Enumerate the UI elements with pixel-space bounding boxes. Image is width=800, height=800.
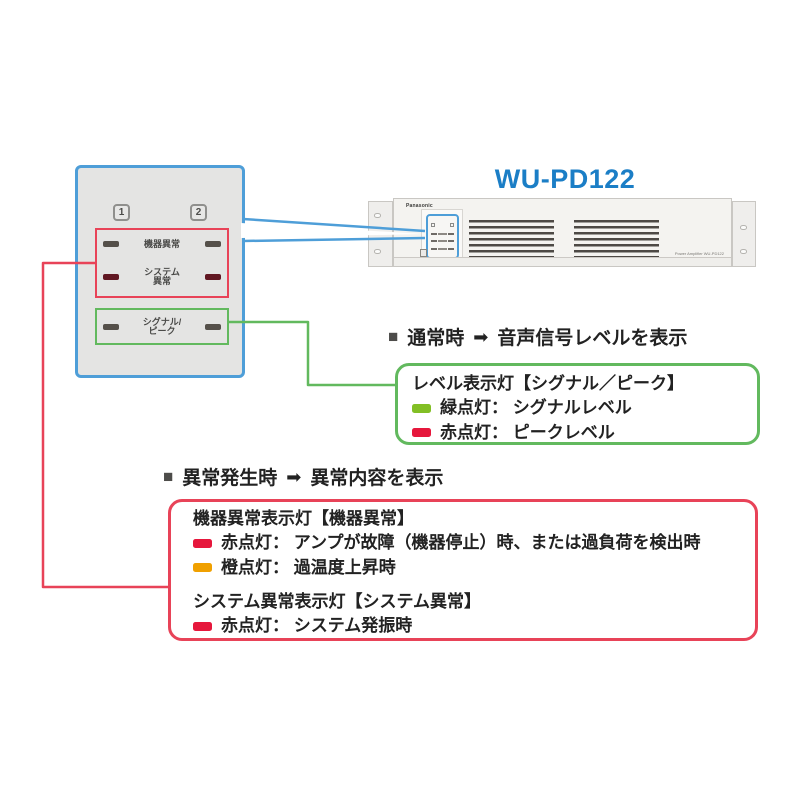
mini-channel-row: [431, 223, 454, 228]
mini-channel-2: [450, 223, 454, 228]
system-error-callout-title: システム異常表示灯【システム異常】: [193, 592, 481, 612]
mini-indicator-highlight: [426, 214, 459, 259]
system-error-row: システム異常: [97, 268, 227, 286]
device-error-row: 機器異常: [97, 238, 227, 249]
system-error-label: システム異常: [144, 268, 180, 286]
device-red-text: 赤点灯： アンプが故障（機器停止）時、または過負荷を検出時: [221, 533, 701, 553]
normal-state-heading: ■ 通常時 ➡ 音声信号レベルを表示: [388, 323, 687, 350]
abnormal-state-heading: ■ 異常発生時 ➡ 異常内容を表示: [163, 463, 443, 490]
square-bullet-icon: ■: [163, 467, 174, 486]
rack-ear-right: [732, 201, 756, 267]
indicator-panel: 1 2 機器異常 システム異常 シグナル/ピーク: [75, 165, 245, 378]
amplifier-body: Panasonic Power Amplifier: [393, 198, 732, 267]
device-error-callout-title: 機器異常表示灯【機器異常】: [193, 509, 414, 528]
mini-led: [448, 232, 454, 235]
device-error-led-1: [103, 241, 119, 248]
mini-led: [448, 240, 454, 243]
mini-label: [438, 247, 447, 250]
abnormal-state-description: 異常内容を表示: [310, 468, 444, 489]
channel-2-label: 2: [190, 204, 207, 221]
mini-led: [448, 247, 454, 250]
mini-label: [438, 240, 447, 243]
right-arrow-icon: ➡: [286, 466, 302, 487]
device-orange-text: 橙点灯： 過温度上昇時: [221, 557, 396, 577]
system-error-label-line2: 異常: [152, 276, 171, 287]
signal-peak-row: シグナル/ピーク: [97, 317, 227, 336]
normal-state-description: 音声信号レベルを表示: [497, 328, 688, 349]
red-led-swatch: [412, 428, 431, 438]
model-caption: Power Amplifier WU-PD122: [674, 251, 724, 256]
error-indicator-callout: 機器異常表示灯【機器異常】 赤点灯： アンプが故障（機器停止）時、または過負荷を…: [168, 499, 758, 641]
mini-led: [431, 232, 437, 235]
orange-led-swatch: [193, 563, 212, 573]
rack-ear-left: [368, 201, 393, 267]
signal-label-line2: ピーク: [148, 325, 176, 336]
normal-state-label: 通常時: [407, 328, 465, 349]
device-error-led-2: [204, 241, 221, 248]
error-indicator-group: 機器異常 システム異常: [95, 228, 229, 298]
device-error-label: 機器異常: [143, 238, 180, 249]
legend-row-device-orange: 橙点灯： 過温度上昇時: [193, 558, 741, 578]
legend-row-device-red: 赤点灯： アンプが故障（機器停止）時、または過負荷を検出時: [193, 533, 741, 553]
signal-led-2: [204, 323, 221, 330]
mini-led-row: [431, 232, 454, 235]
rack-hole: [374, 249, 381, 254]
vent-slots-left: [469, 220, 554, 259]
amplifier-front-view: Panasonic Power Amplifier: [368, 198, 756, 268]
abnormal-state-label: 異常発生時: [182, 468, 278, 489]
red-led-swatch: [193, 538, 212, 548]
rack-hole: [374, 213, 381, 218]
legend-row-system-red: 赤点灯： システム発振時: [193, 616, 741, 636]
power-switch: [420, 249, 427, 257]
legend-row-green: 緑点灯： シグナルレベル: [412, 398, 745, 418]
signal-peak-label: シグナル/ピーク: [143, 317, 182, 336]
mini-channel-1: [431, 223, 435, 228]
signal-indicator-group: シグナル/ピーク: [95, 308, 229, 345]
callout-spacer: [193, 578, 741, 591]
system-error-led-2: [204, 274, 221, 281]
amp-bottom-band: [394, 257, 731, 266]
system-red-text: 赤点灯： システム発振時: [221, 616, 413, 636]
product-title: WU-PD122: [494, 164, 636, 194]
mini-led-row: [431, 247, 454, 250]
mini-led-row: [431, 240, 454, 243]
system-error-led-1: [103, 274, 119, 281]
level-indicator-callout: レベル表示灯【シグナル／ピーク】 緑点灯： シグナルレベル 赤点灯： ピークレベ…: [395, 363, 760, 445]
mini-led: [431, 240, 437, 243]
green-led-swatch: [412, 403, 431, 413]
mini-led: [431, 247, 437, 250]
rack-hole: [740, 249, 747, 254]
legend-row-red: 赤点灯： ピークレベル: [412, 423, 745, 443]
channel-1-label: 1: [113, 204, 130, 221]
signal-led-1: [103, 323, 119, 330]
red-led-swatch: [193, 621, 212, 631]
rack-hole: [740, 225, 747, 230]
brand-logo: Panasonic: [406, 203, 433, 209]
green-led-text: 緑点灯： シグナルレベル: [440, 398, 632, 418]
connector-line-green: [228, 320, 395, 387]
right-arrow-icon: ➡: [473, 326, 489, 347]
red-led-text: 赤点灯： ピークレベル: [440, 422, 615, 442]
square-bullet-icon: ■: [388, 327, 399, 346]
mini-label: [438, 232, 447, 235]
level-callout-title: レベル表示灯【シグナル／ピーク】: [412, 374, 684, 393]
vent-slots-right: [574, 220, 659, 259]
